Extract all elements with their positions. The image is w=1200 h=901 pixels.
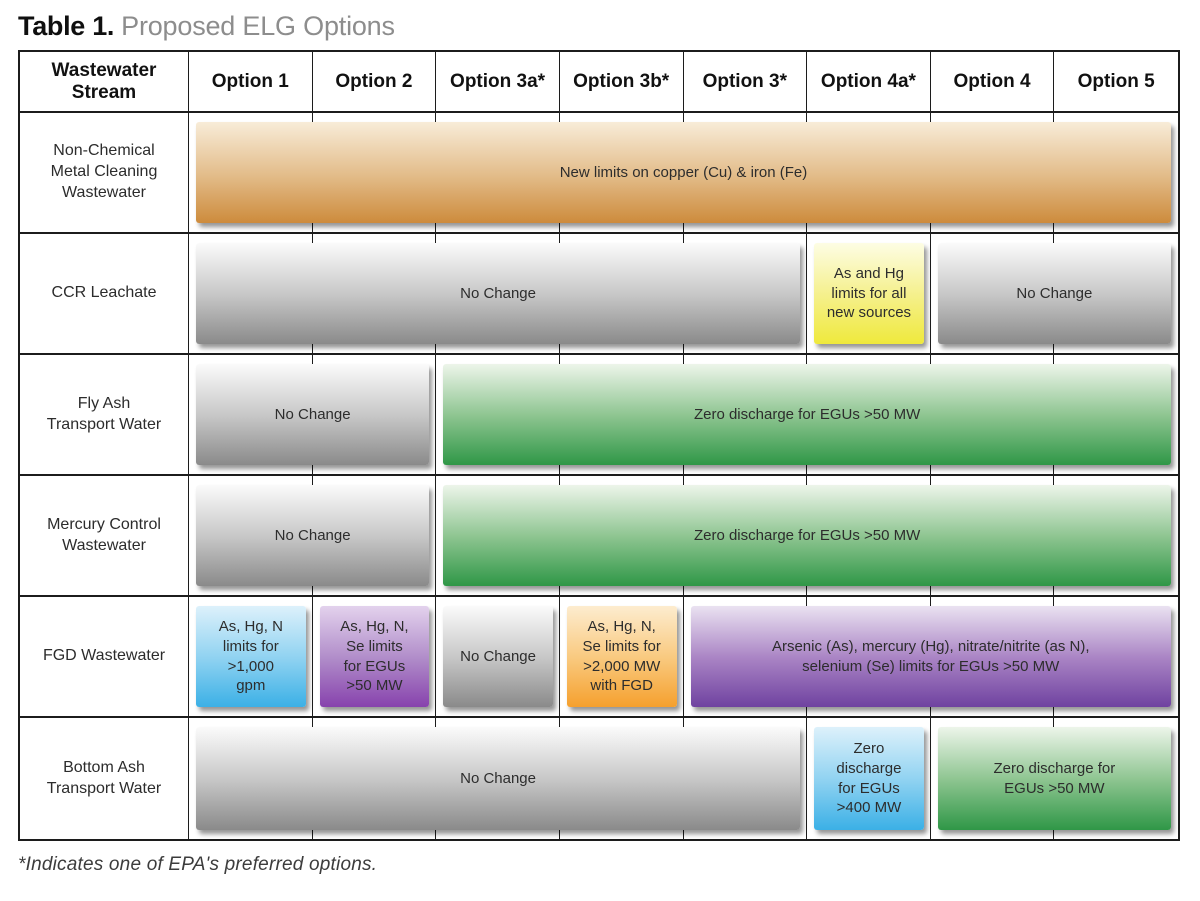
option-bar: No Change bbox=[443, 606, 553, 707]
grid-cell bbox=[189, 597, 313, 716]
option-bar: No Change bbox=[196, 364, 430, 465]
column-header-option: Option 4a* bbox=[807, 52, 931, 111]
column-header-option: Option 2 bbox=[313, 52, 437, 111]
option-bar: No Change bbox=[937, 243, 1171, 344]
grid-cell bbox=[313, 597, 437, 716]
option-bar: As and Hg limits for all new sources bbox=[814, 243, 924, 344]
table-number: Table 1. bbox=[18, 11, 115, 41]
stream-label: Bottom Ash Transport Water bbox=[20, 718, 189, 839]
column-header-option: Option 1 bbox=[189, 52, 313, 111]
option-bar: As, Hg, N, Se limits for >2,000 MW with … bbox=[566, 606, 677, 707]
footnote: *Indicates one of EPA's preferred option… bbox=[18, 854, 378, 875]
page: Table 1.Proposed ELG Options Wastewater … bbox=[0, 11, 1200, 901]
stream-label: Mercury Control Wastewater bbox=[20, 476, 189, 595]
stream-label: CCR Leachate bbox=[20, 234, 189, 353]
option-bar: Zero discharge for EGUs >50 MW bbox=[937, 727, 1171, 830]
column-header-option: Option 3b* bbox=[560, 52, 684, 111]
option-bar: As, Hg, N limits for >1,000 gpm bbox=[196, 606, 306, 707]
grid-cell bbox=[313, 476, 437, 595]
grid-cell bbox=[560, 597, 684, 716]
option-bar: As, Hg, N, Se limits for EGUs >50 MW bbox=[319, 606, 430, 707]
grid-cell bbox=[807, 234, 931, 353]
column-header-option: Option 3a* bbox=[436, 52, 560, 111]
table-subtitle: Proposed ELG Options bbox=[121, 11, 395, 41]
column-header-option: Option 3* bbox=[684, 52, 808, 111]
bars-layer: New limits on copper (Cu) & iron (Fe) bbox=[189, 113, 1178, 232]
grid-cell bbox=[807, 718, 931, 839]
option-bar: Arsenic (As), mercury (Hg), nitrate/nitr… bbox=[690, 606, 1171, 707]
column-header-stream: Wastewater Stream bbox=[20, 52, 189, 111]
option-bar: No Change bbox=[196, 727, 801, 830]
option-bar: Zero discharge for EGUs >50 MW bbox=[443, 364, 1171, 465]
row-options-area: New limits on copper (Cu) & iron (Fe) bbox=[189, 113, 1178, 232]
option-bar: No Change bbox=[196, 485, 430, 586]
stream-label: FGD Wastewater bbox=[20, 597, 189, 716]
column-header-option: Option 5 bbox=[1077, 70, 1155, 92]
grid-cell bbox=[684, 718, 808, 839]
option-bar: Zero discharge for EGUs >400 MW bbox=[814, 727, 924, 830]
column-header-option: Option 4 bbox=[931, 52, 1055, 111]
stream-label: Fly Ash Transport Water bbox=[20, 355, 189, 474]
option-bar: New limits on copper (Cu) & iron (Fe) bbox=[196, 122, 1171, 223]
stream-label: Non-Chemical Metal Cleaning Wastewater bbox=[20, 113, 189, 232]
grid-cell bbox=[684, 234, 808, 353]
option-bar: No Change bbox=[196, 243, 801, 344]
option-bar: Zero discharge for EGUs >50 MW bbox=[443, 485, 1171, 586]
grid-cell bbox=[436, 597, 560, 716]
table-title: Table 1.Proposed ELG Options bbox=[18, 11, 1200, 42]
grid-cell bbox=[313, 355, 437, 474]
